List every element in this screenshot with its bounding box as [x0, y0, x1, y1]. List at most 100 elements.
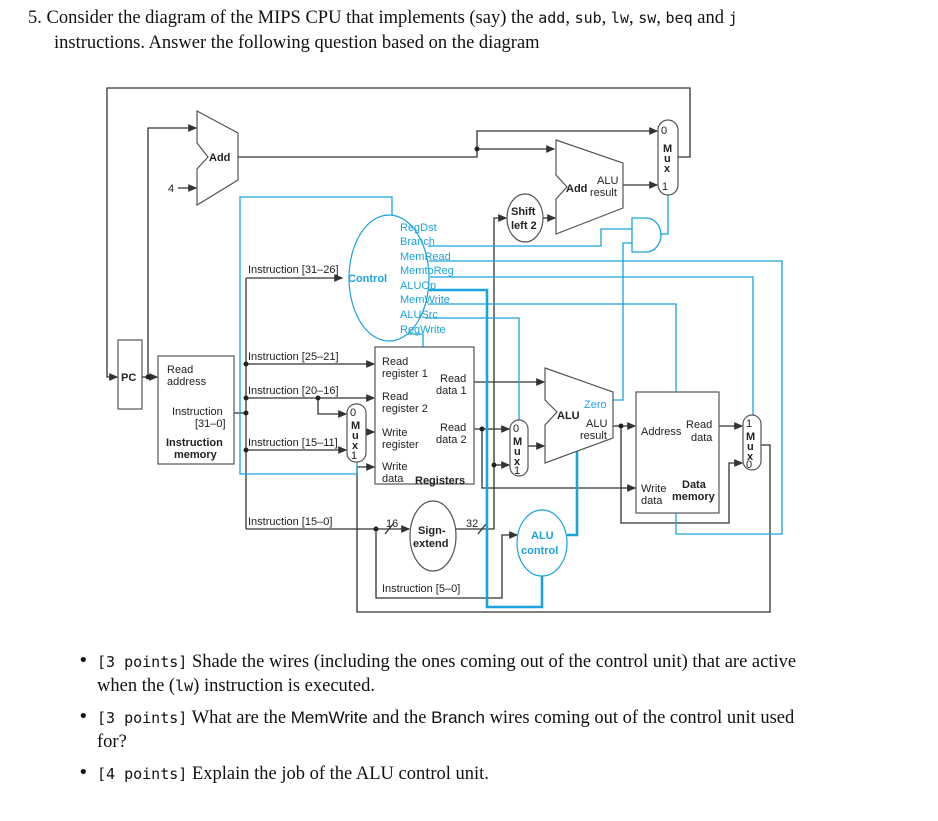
svg-text:register: register — [382, 439, 419, 451]
svg-text:Instruction [25–21]: Instruction [25–21] — [248, 351, 339, 363]
program-counter: PC — [117, 339, 143, 410]
svg-text:[31–0]: [31–0] — [195, 418, 226, 430]
svg-text:32: 32 — [466, 518, 478, 530]
svg-text:Read: Read — [382, 391, 408, 403]
svg-text:u: u — [664, 153, 671, 165]
svg-text:0: 0 — [746, 459, 752, 471]
svg-text:Data: Data — [682, 479, 707, 491]
svg-text:M: M — [351, 420, 360, 432]
svg-text:x: x — [747, 451, 754, 463]
svg-text:Branch: Branch — [400, 236, 435, 248]
svg-text:address: address — [167, 376, 207, 388]
svg-text:Instruction: Instruction — [172, 406, 223, 418]
svg-text:ALU: ALU — [597, 175, 618, 187]
svg-text:extend: extend — [413, 538, 448, 550]
svg-text:Add: Add — [566, 183, 587, 195]
svg-text:Zero: Zero — [584, 399, 607, 411]
svg-text:memory: memory — [672, 491, 716, 503]
svg-text:Address: Address — [641, 426, 682, 438]
svg-text:Control: Control — [348, 273, 387, 285]
svg-text:Read: Read — [382, 356, 408, 368]
and-gate — [631, 217, 662, 253]
svg-text:data: data — [382, 473, 404, 485]
svg-text:Write: Write — [641, 483, 666, 495]
svg-text:x: x — [352, 440, 359, 452]
svg-text:Sign-: Sign- — [418, 525, 446, 537]
pc-adder: Add — [196, 109, 239, 207]
svg-text:RegDst: RegDst — [400, 222, 437, 234]
svg-text:MemWrite: MemWrite — [400, 294, 450, 306]
sign-extend: Sign- extend 16 32 — [386, 500, 478, 572]
bullet-icon: • — [78, 706, 89, 727]
question-line-2: instructions. Answer the following quest… — [54, 33, 540, 53]
shift-left-2: Shift left 2 — [506, 193, 544, 243]
svg-text:Registers: Registers — [415, 475, 465, 487]
svg-text:register 1: register 1 — [382, 368, 428, 380]
control-signal-labels: RegDst Branch MemRead MemtoReg ALUOp Mem… — [400, 222, 454, 336]
svg-text:Shift: Shift — [511, 206, 536, 218]
pcsrc-mux: 0 M u x 1 — [657, 119, 679, 196]
bullet-3-line-1: [4 points] Explain the job of the ALU co… — [97, 764, 489, 784]
svg-text:result: result — [590, 187, 617, 199]
svg-text:Instruction [5–0]: Instruction [5–0] — [382, 583, 460, 595]
regdst-mux: 0 M u x 1 — [346, 403, 367, 463]
svg-text:ALU: ALU — [531, 530, 554, 542]
svg-text:u: u — [514, 446, 521, 458]
svg-text:Read: Read — [167, 364, 193, 376]
svg-text:PC: PC — [121, 372, 136, 384]
svg-text:MemRead: MemRead — [400, 251, 451, 263]
svg-text:ALUSrc: ALUSrc — [400, 309, 438, 321]
svg-text:Instruction: Instruction — [166, 437, 223, 449]
svg-text:1: 1 — [514, 465, 520, 477]
svg-text:0: 0 — [350, 407, 356, 419]
svg-text:1: 1 — [746, 418, 752, 430]
svg-text:0: 0 — [661, 125, 667, 137]
memtoreg-mux: 1 M u x 0 — [742, 414, 762, 471]
bullet-2-line-2: for? — [97, 732, 127, 752]
svg-text:data: data — [641, 495, 663, 507]
svg-text:data: data — [691, 432, 713, 444]
instruction-memory: Read address Instruction [31–0] Instruct… — [157, 355, 235, 465]
svg-text:Instruction [15–11]: Instruction [15–11] — [248, 437, 338, 449]
svg-text:u: u — [747, 441, 754, 453]
svg-text:data 2: data 2 — [436, 434, 467, 446]
svg-text:Instruction [15–0]: Instruction [15–0] — [248, 516, 332, 528]
alusrc-mux: 0 M u x 1 — [509, 419, 529, 477]
svg-text:MemtoReg: MemtoReg — [400, 265, 454, 277]
svg-text:ALU: ALU — [557, 410, 580, 422]
svg-text:Add: Add — [209, 152, 230, 164]
constant-four: 4 — [168, 183, 174, 195]
svg-text:Read: Read — [440, 373, 466, 385]
control-unit: Control — [348, 214, 430, 342]
datapath-wires — [106, 87, 771, 613]
register-file: Read register 1 Read register 2 Write re… — [374, 346, 475, 487]
svg-text:ALU: ALU — [586, 418, 607, 430]
svg-text:Write: Write — [382, 427, 407, 439]
svg-text:x: x — [514, 456, 521, 468]
bullet-1-line-2: when the (lw) instruction is executed. — [97, 676, 376, 696]
bullet-2-line-1: [3 points] What are the MemWrite and the… — [97, 708, 795, 728]
svg-text:Read: Read — [440, 422, 466, 434]
question-line-1: 5. Consider the diagram of the MIPS CPU … — [28, 8, 738, 28]
bullet-icon: • — [78, 762, 89, 783]
svg-text:Read: Read — [686, 419, 712, 431]
svg-text:control: control — [521, 545, 558, 557]
svg-text:u: u — [352, 430, 359, 442]
svg-text:x: x — [664, 163, 671, 175]
bullet-1-line-1: [3 points] Shade the wires (including th… — [97, 652, 797, 672]
svg-text:Instruction [31–26]: Instruction [31–26] — [248, 264, 339, 276]
svg-text:1: 1 — [662, 181, 668, 193]
svg-text:0: 0 — [513, 423, 519, 435]
svg-text:Instruction [20–16]: Instruction [20–16] — [248, 385, 339, 397]
svg-text:memory: memory — [174, 449, 218, 461]
svg-text:RegWrite: RegWrite — [400, 324, 446, 336]
svg-text:register 2: register 2 — [382, 403, 428, 415]
svg-text:M: M — [746, 431, 755, 443]
bullet-icon: • — [78, 650, 89, 671]
svg-text:ALUOp: ALUOp — [400, 280, 436, 292]
alu-control-unit: ALU control — [516, 509, 568, 577]
svg-text:data 1: data 1 — [436, 385, 467, 397]
data-memory: Address Read data Write data Data memory — [635, 391, 720, 514]
svg-text:1: 1 — [351, 450, 357, 462]
